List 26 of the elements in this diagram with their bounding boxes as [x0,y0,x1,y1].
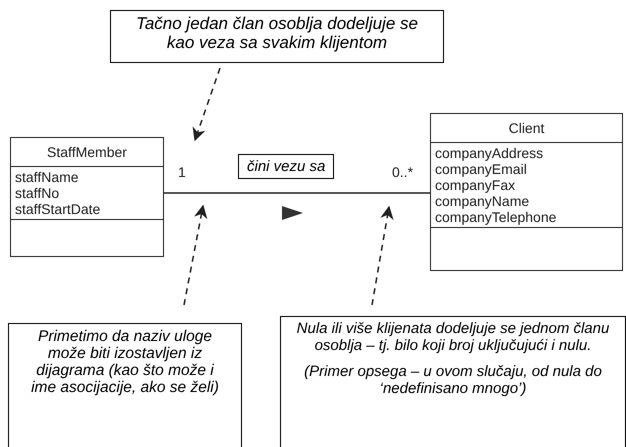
leader-line [183,204,208,306]
attribute: companyAddress [435,145,544,162]
edge-label: čini vezu sa [238,154,334,179]
class-box [430,113,623,271]
attribute: companyEmail [435,161,528,178]
leader-line [192,68,221,142]
leader-line [371,206,394,306]
note-text: Primetimo da naziv uloge može biti izostavljen iz dijagrama (kao što može i ime asocijacije, ako se želi) [30,328,220,396]
class-box [10,137,164,257]
note-box [280,316,626,447]
multiplicity-label: 1 [178,164,186,180]
attribute: companyFax [435,177,516,194]
note-text: Tačno jedan član osoblja dodeljuje se kao veza sa svakim klijentom [135,15,419,52]
association-line [164,192,430,194]
attribute: companyTelephone [435,209,558,226]
attribute: companyName [435,193,530,210]
note-text: (Primer opsega – u ovom slučaju, od nula do ‘nedefinisano mnogo’) [303,364,603,397]
attribute: staffNo [15,185,60,202]
attribute: staffStartDate [15,201,102,218]
note-box [8,323,242,447]
class-name: Client [431,114,622,143]
multiplicity-label: 0..* [392,164,414,180]
note-box [110,10,444,63]
note-text: Nula ili više klijenata dodeljuje se jednom članu osoblja – tj. bilo koji broj uključujući i nulu. [296,321,610,354]
attribute: staffName [15,169,80,186]
class-name: StaffMember [11,138,163,167]
